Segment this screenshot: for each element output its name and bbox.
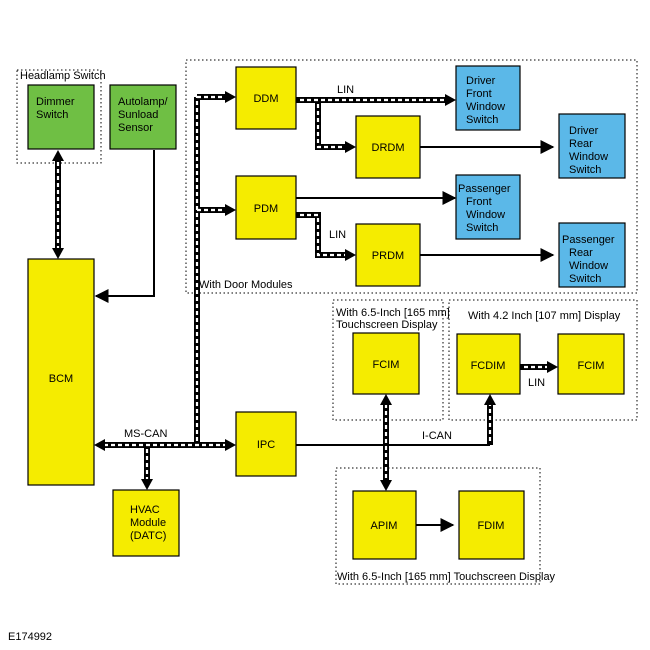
lin-fcdim-label: LIN xyxy=(528,377,545,389)
driver-front-label-1: Driver xyxy=(466,75,496,87)
drdm-module xyxy=(355,115,421,179)
hvac-label-2: Module xyxy=(130,517,166,529)
lin-pdm-label: LIN xyxy=(329,229,346,241)
fcim-42-module-label: FCIM xyxy=(578,360,605,372)
prdm-module xyxy=(355,223,421,287)
passenger-front-window-switch xyxy=(455,174,521,240)
bcm-label: BCM xyxy=(49,373,73,385)
hardwire-connections xyxy=(94,140,555,532)
ipc-label: IPC xyxy=(257,439,275,451)
driver-rear-label-1: Driver xyxy=(569,125,599,137)
fcim-module-42 xyxy=(557,333,625,395)
headlamp-switch-label: Headlamp Switch xyxy=(20,70,106,82)
hvac-label-3: (DATC) xyxy=(130,530,166,542)
i-can-label: I-CAN xyxy=(422,430,452,442)
door-modules-label: With Door Modules xyxy=(199,279,293,291)
door-modules-group xyxy=(185,59,638,294)
driver-front-window-switch xyxy=(455,65,521,131)
driver-front-label-3: Window xyxy=(466,101,505,113)
fcdim-42-group xyxy=(448,299,638,421)
driver-rear-label-4: Switch xyxy=(569,164,601,176)
hvac-label-1: HVAC xyxy=(130,504,160,516)
apim-module xyxy=(352,490,417,560)
pass-front-label-3: Window xyxy=(466,209,505,221)
ddm-module xyxy=(235,66,297,130)
driver-rear-label-2: Rear xyxy=(569,138,593,150)
fcdim-42-label: With 4.2 Inch [107 mm] Display xyxy=(468,310,621,322)
pass-rear-label-4: Switch xyxy=(569,273,601,285)
autolamp-label-1: Autolamp/ xyxy=(118,96,168,108)
autolamp-label-2: Sunload xyxy=(118,109,158,121)
pass-rear-label-1: Passenger xyxy=(562,234,615,246)
driver-front-label-4: Switch xyxy=(466,114,498,126)
pass-rear-label-2: Rear xyxy=(569,247,593,259)
fdim-module xyxy=(458,490,525,560)
autolamp-sunload-sensor xyxy=(109,84,177,150)
pass-front-label-2: Front xyxy=(466,196,492,208)
lin-ddm-label: LIN xyxy=(337,84,354,96)
dimmer-switch xyxy=(27,84,95,150)
fcim-65-label-line1: With 6.5-Inch [165 mm] xyxy=(336,307,450,319)
bus-lines-bg xyxy=(55,94,552,485)
driver-rear-window-switch xyxy=(558,113,626,179)
bus-lines-fg xyxy=(56,95,548,481)
bus-arrowheads xyxy=(52,91,558,491)
pass-front-label-1: Passenger xyxy=(458,183,511,195)
fcim-65-label-line2: Touchscreen Display xyxy=(336,319,438,331)
hvac-module xyxy=(112,489,180,557)
fcim-65-module-label: FCIM xyxy=(373,359,400,371)
dimmer-switch-label-2: Switch xyxy=(36,109,68,121)
drdm-label: DRDM xyxy=(372,142,405,154)
bcm-module xyxy=(27,258,95,486)
fcdim-label: FCDIM xyxy=(471,360,506,372)
fcdim-module xyxy=(456,333,521,395)
fcim-module-65 xyxy=(352,332,420,395)
pdm-module xyxy=(235,175,297,240)
figure-id: E174992 xyxy=(8,631,52,643)
ddm-label: DDM xyxy=(253,93,278,105)
prdm-label: PRDM xyxy=(372,250,404,262)
ipc-module xyxy=(235,411,297,477)
pass-front-label-4: Switch xyxy=(466,222,498,234)
apim-label: APIM xyxy=(371,520,398,532)
autolamp-label-3: Sensor xyxy=(118,122,153,134)
pdm-label: PDM xyxy=(254,203,278,215)
dimmer-switch-label-1: Dimmer xyxy=(36,96,75,108)
ms-can-label: MS-CAN xyxy=(124,428,167,440)
driver-front-label-2: Front xyxy=(466,88,492,100)
pass-rear-label-3: Window xyxy=(569,260,608,272)
driver-rear-label-3: Window xyxy=(569,151,608,163)
passenger-rear-window-switch xyxy=(558,222,626,288)
apim-65-label: With 6.5-Inch [165 mm] Touchscreen Displ… xyxy=(337,571,556,583)
fdim-label: FDIM xyxy=(478,520,505,532)
autolamp-to-bcm-wire xyxy=(94,150,155,303)
